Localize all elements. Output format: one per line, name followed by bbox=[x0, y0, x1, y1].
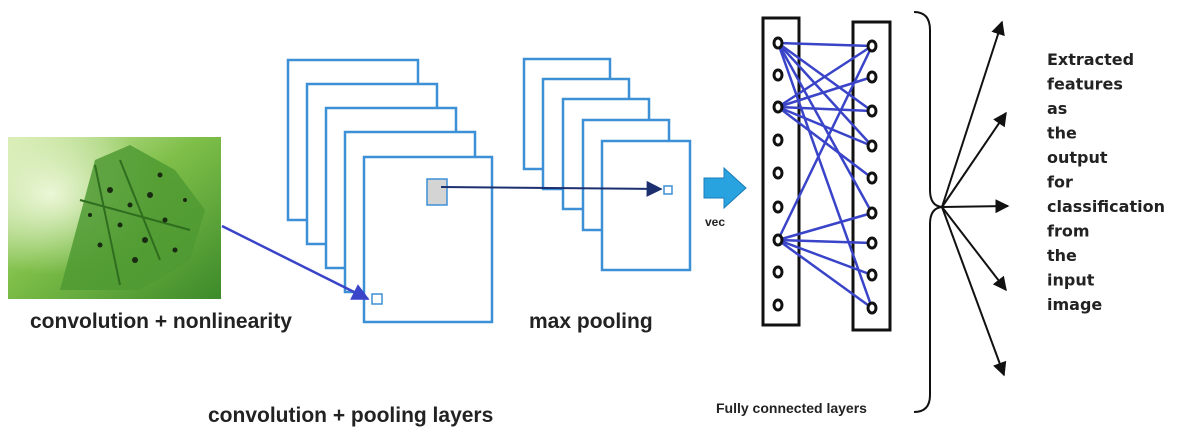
neuron bbox=[772, 36, 784, 50]
neuron bbox=[772, 265, 784, 279]
curly-brace bbox=[913, 11, 943, 413]
pooling-feature-maps bbox=[522, 57, 692, 272]
neuron bbox=[866, 39, 878, 53]
output-text-line: for bbox=[1047, 173, 1073, 192]
neuron bbox=[866, 301, 878, 315]
neuron bbox=[772, 233, 784, 247]
neuron bbox=[772, 166, 784, 180]
neuron bbox=[866, 236, 878, 250]
output-text-line: features bbox=[1047, 75, 1123, 94]
output-description: Extracted features as the output for classific… bbox=[1047, 50, 1165, 314]
convolution-feature-maps bbox=[286, 58, 494, 324]
neuron bbox=[772, 100, 784, 114]
fc-left-neurons bbox=[772, 36, 784, 312]
output-text-line: output bbox=[1047, 148, 1108, 167]
label-convolution-pooling-layers: convolution + pooling layers bbox=[208, 404, 493, 427]
neuron bbox=[866, 104, 878, 118]
leaf-with-spots-image bbox=[8, 137, 221, 299]
fc-right-neurons bbox=[866, 39, 878, 315]
output-text-line: the bbox=[1047, 246, 1077, 265]
neuron bbox=[866, 206, 878, 220]
neuron bbox=[866, 268, 878, 282]
output-text-line: Extracted bbox=[1047, 50, 1134, 69]
output-arrow bbox=[941, 199, 1010, 214]
output-arrow bbox=[941, 206, 1007, 292]
output-arrow bbox=[941, 206, 1007, 377]
output-arrow bbox=[941, 20, 1005, 208]
pool-feature-patch bbox=[663, 185, 673, 195]
neuron bbox=[772, 133, 784, 147]
conv-receptive-patch bbox=[371, 293, 383, 305]
fc-connections bbox=[774, 40, 874, 310]
output-text-line: classification bbox=[1047, 197, 1165, 216]
output-text-line: from bbox=[1047, 222, 1090, 241]
pool-map-5 bbox=[600, 139, 692, 272]
neuron bbox=[866, 171, 878, 185]
label-fully-connected-layers: Fully connected layers bbox=[716, 400, 867, 416]
right-arrow-icon bbox=[703, 166, 747, 210]
neuron bbox=[772, 68, 784, 82]
label-convolution-nonlinearity: convolution + nonlinearity bbox=[30, 310, 292, 333]
output-text-line: input bbox=[1047, 271, 1095, 290]
neuron bbox=[772, 200, 784, 214]
label-max-pooling: max pooling bbox=[529, 310, 653, 333]
neuron bbox=[772, 298, 784, 312]
conv-feature-patch bbox=[426, 178, 448, 206]
neuron bbox=[866, 139, 878, 153]
label-vec: vec bbox=[705, 215, 725, 229]
output-text-line: as bbox=[1047, 99, 1067, 118]
output-text-line: image bbox=[1047, 295, 1102, 314]
input-to-conv-arrow bbox=[221, 224, 370, 301]
neuron bbox=[866, 70, 878, 84]
fully-connected-layers bbox=[761, 16, 892, 332]
conv-to-pool-arrow bbox=[440, 180, 663, 197]
output-text-line: the bbox=[1047, 124, 1077, 143]
output-arrows bbox=[941, 20, 1010, 377]
output-arrow bbox=[941, 111, 1007, 208]
